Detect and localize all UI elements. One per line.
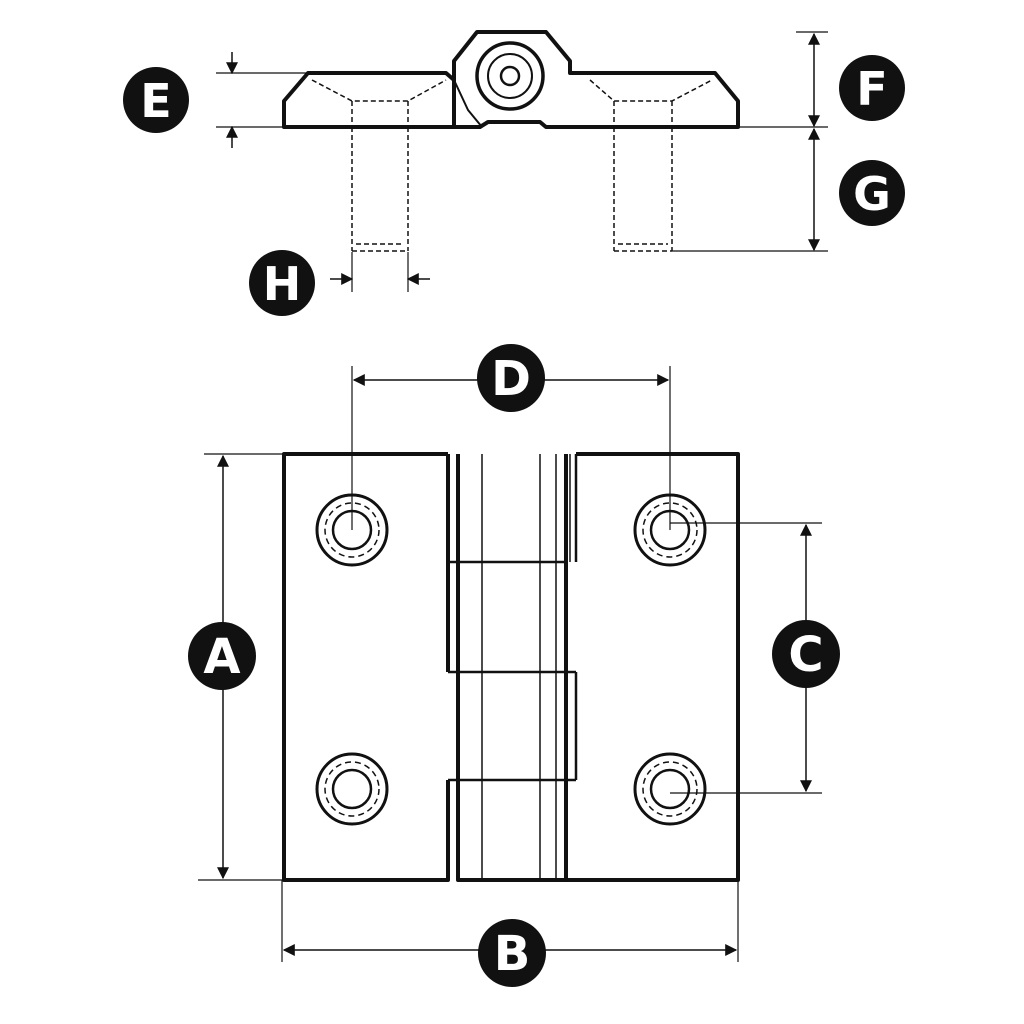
side-knuckle-seam — [453, 79, 483, 128]
label-c-text: C — [788, 627, 823, 683]
side-left-screw — [351, 127, 409, 252]
side-left-countersink — [311, 79, 447, 127]
label-badge-d: D — [477, 344, 545, 412]
label-e-text: E — [140, 74, 171, 128]
front-view — [282, 452, 740, 882]
front-knuckle-segments — [446, 454, 578, 782]
label-b-text: B — [494, 926, 531, 982]
label-h-text: H — [263, 257, 302, 311]
label-g-text: G — [853, 167, 891, 221]
screw-hole-bottom-right — [633, 752, 707, 826]
label-a-text: A — [203, 629, 240, 685]
label-badge-g: G — [839, 160, 905, 226]
front-knuckle-outline — [456, 454, 568, 882]
side-view — [282, 30, 740, 252]
side-right-screw — [613, 127, 673, 252]
front-right-leaf — [566, 452, 740, 882]
side-pin-middle — [487, 53, 533, 99]
label-badge-c: C — [772, 620, 840, 688]
side-right-countersink — [589, 79, 713, 127]
side-pin-inner — [499, 65, 521, 87]
label-badge-b: B — [478, 919, 546, 987]
label-badge-a: A — [188, 622, 256, 690]
side-left-leaf — [282, 71, 456, 129]
label-d-text: D — [491, 351, 531, 407]
front-knuckle-inner-lines — [481, 454, 571, 880]
label-f-text: F — [856, 62, 887, 116]
label-badges: E F G H D A C B — [123, 55, 905, 987]
side-pin-outer — [475, 41, 545, 111]
label-badge-f: F — [839, 55, 905, 121]
label-badge-h: H — [249, 250, 315, 316]
side-dimensions — [216, 31, 828, 292]
label-badge-e: E — [123, 67, 189, 133]
screw-hole-bottom-left — [315, 752, 389, 826]
side-knuckle — [452, 30, 740, 129]
